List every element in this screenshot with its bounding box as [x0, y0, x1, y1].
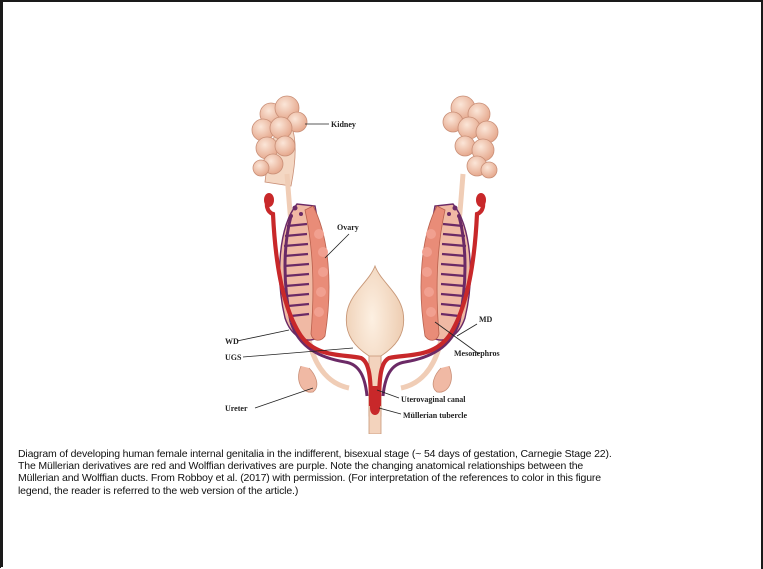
label-md: MD: [479, 315, 493, 324]
label-ovary: Ovary: [337, 223, 359, 232]
frame-border-left: [1, 1, 3, 567]
frame-border-top: [1, 1, 761, 2]
label-ureter: Ureter: [225, 404, 248, 413]
left-kidney: [252, 96, 307, 186]
label-mullerian-tubercle: Müllerian tubercle: [403, 411, 468, 420]
label-kidney: Kidney: [331, 120, 356, 129]
caption-line: The Müllerian derivatives are red and Wo…: [18, 460, 760, 472]
figure-caption: Diagram of developing human female inter…: [18, 448, 760, 497]
label-uterovaginal-canal: Uterovaginal canal: [401, 395, 466, 404]
caption-line: Müllerian and Wolffian ducts. From Robbo…: [18, 472, 760, 484]
caption-line: legend, the reader is referred to the we…: [18, 485, 760, 497]
label-mesonephros: Mesonephros: [454, 349, 500, 358]
genitalia-diagram: Kidney Ovary WD UGS Ureter MD Mesonephro…: [225, 86, 525, 434]
caption-line: Diagram of developing human female inter…: [18, 448, 760, 460]
label-wd: WD: [225, 337, 239, 346]
diagram-svg: Kidney Ovary WD UGS Ureter MD Mesonephro…: [225, 86, 525, 434]
right-kidney: [443, 96, 498, 178]
label-ugs: UGS: [225, 353, 242, 362]
